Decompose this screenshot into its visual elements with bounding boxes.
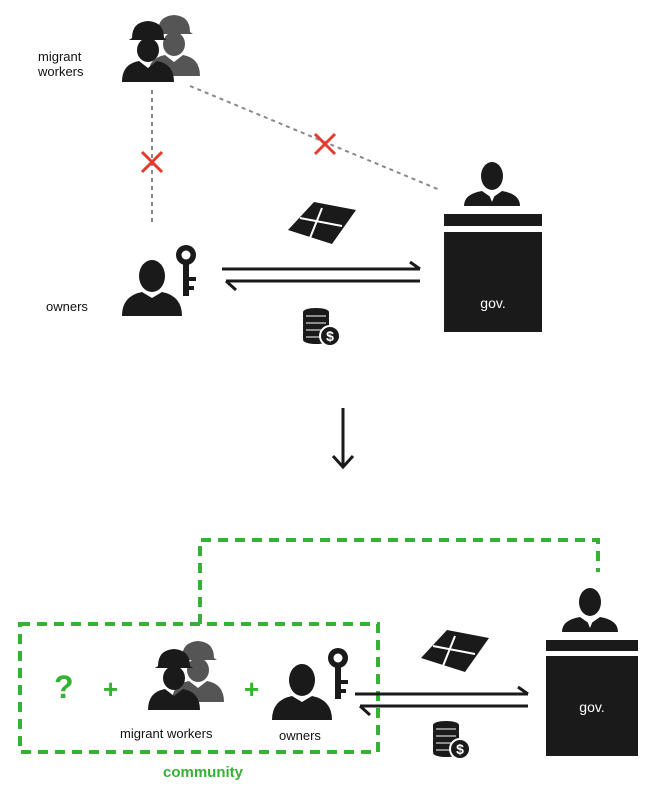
community-box xyxy=(18,622,380,754)
key-icon xyxy=(328,648,348,699)
unknown-question-mark: ? xyxy=(54,669,74,705)
migrant-workers-label: migrant workers xyxy=(120,726,213,741)
person-icon xyxy=(272,664,332,720)
gov-label: gov. xyxy=(480,295,506,311)
gov-podium xyxy=(444,232,542,332)
migrant-workers-label: migrant workers xyxy=(38,49,84,79)
down-arrow-icon xyxy=(331,408,355,470)
dashed-link-workers-gov xyxy=(189,85,441,191)
exchange-arrows-icon xyxy=(222,260,421,292)
land-parcel-icon xyxy=(420,629,490,673)
exchange-arrows-icon xyxy=(355,685,529,717)
community-label: community xyxy=(163,764,244,781)
migrant-workers-label-line2: workers xyxy=(38,64,84,79)
plus-sign: + xyxy=(103,674,119,704)
gov-label: gov. xyxy=(579,699,605,715)
owners-label: owners xyxy=(279,728,321,743)
blocked-cross-icon xyxy=(313,132,337,156)
coins-icon xyxy=(302,307,341,347)
migrant-workers-label-line1: migrant xyxy=(38,49,82,64)
official-icon xyxy=(562,588,618,632)
gov-podium xyxy=(546,656,638,756)
community-gov-link xyxy=(198,538,600,624)
land-parcel-icon xyxy=(287,201,357,245)
official-icon xyxy=(464,162,520,206)
key-icon xyxy=(176,245,196,296)
person-icon xyxy=(122,260,182,316)
owners-label: owners xyxy=(46,299,88,314)
plus-sign: + xyxy=(244,674,260,704)
coins-icon xyxy=(432,720,471,760)
podium-top xyxy=(546,640,638,651)
blocked-cross-icon xyxy=(140,150,164,174)
podium-top xyxy=(444,214,542,226)
